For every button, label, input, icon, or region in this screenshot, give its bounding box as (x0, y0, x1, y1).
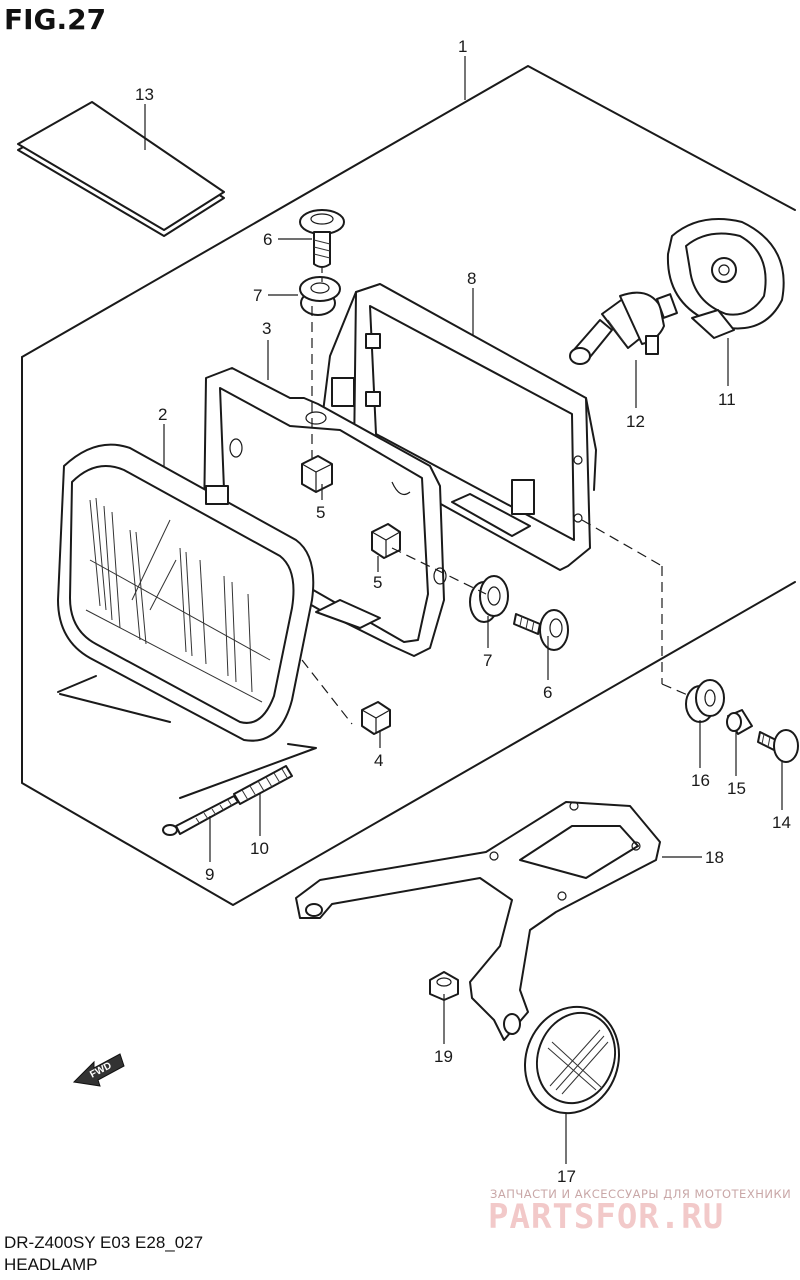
section-name: HEADLAMP (4, 1255, 98, 1274)
callout-5-lower: 5 (373, 573, 382, 592)
callout-8: 8 (467, 269, 476, 288)
part-6-screw-lower (513, 609, 569, 651)
leader-lines (144, 56, 783, 1164)
part-17-reflector (523, 1005, 621, 1115)
callout-19: 19 (434, 1047, 453, 1066)
callout-7-lower: 7 (483, 651, 492, 670)
callout-6-upper: 6 (263, 230, 272, 249)
part-16-grommet (685, 679, 725, 723)
lens-pattern (85, 497, 271, 703)
part-10-spring (233, 765, 293, 805)
part-5-clip-nut-upper (301, 455, 333, 493)
model-code: DR-Z400SY E03 E28_027 (4, 1233, 203, 1252)
part-19-nut (429, 971, 459, 1001)
watermark-brand: PARTSFOR.RU (488, 1197, 724, 1237)
callout-labels: 1 13 6 7 8 3 2 11 12 5 5 7 6 4 16 15 14 … (135, 37, 791, 1186)
callout-12: 12 (626, 412, 645, 431)
figure-title: FIG.27 (4, 3, 106, 36)
callout-6-lower: 6 (543, 683, 552, 702)
part-6-screw-upper (299, 209, 345, 268)
callout-14: 14 (772, 813, 791, 832)
callout-5-upper: 5 (316, 503, 325, 522)
part-8-headlamp-case (321, 283, 597, 571)
part-7-grommet-lower (469, 575, 509, 623)
callout-1: 1 (458, 37, 467, 56)
callout-7-upper: 7 (253, 286, 262, 305)
part-15-collar (726, 709, 753, 735)
part-13-label-sticker (17, 101, 225, 237)
callout-10: 10 (250, 839, 269, 858)
part-5-clip-nut-lower (371, 523, 401, 559)
fwd-arrow-icon: FWD (72, 1053, 125, 1087)
part-11-bulb-socket (666, 218, 785, 339)
part-14-bolt (757, 729, 799, 763)
callout-17: 17 (557, 1167, 576, 1186)
callout-13: 13 (135, 85, 154, 104)
part-12-bulb (569, 291, 678, 365)
part-7-grommet-upper (299, 276, 341, 316)
callout-16: 16 (691, 771, 710, 790)
callout-15: 15 (727, 779, 746, 798)
headlamp-assembly-boundary (21, 65, 796, 906)
callout-11: 11 (718, 390, 736, 409)
watermark-tagline: ЗАПЧАСТИ И АКСЕССУАРЫ ДЛЯ МОТОТЕХНИКИ (490, 1187, 791, 1201)
callout-18: 18 (705, 848, 724, 867)
part-9-screw (162, 795, 239, 836)
part-18-bracket (295, 801, 661, 1041)
callout-3: 3 (262, 319, 271, 338)
part-2-lens-unit (57, 443, 381, 799)
callout-9: 9 (205, 865, 214, 884)
callout-4: 4 (374, 751, 383, 770)
callout-2: 2 (158, 405, 167, 424)
part-4-nut (361, 701, 391, 735)
watermark: ЗАПЧАСТИ И АКСЕССУАРЫ ДЛЯ МОТОТЕХНИКИ PA… (488, 1187, 791, 1237)
